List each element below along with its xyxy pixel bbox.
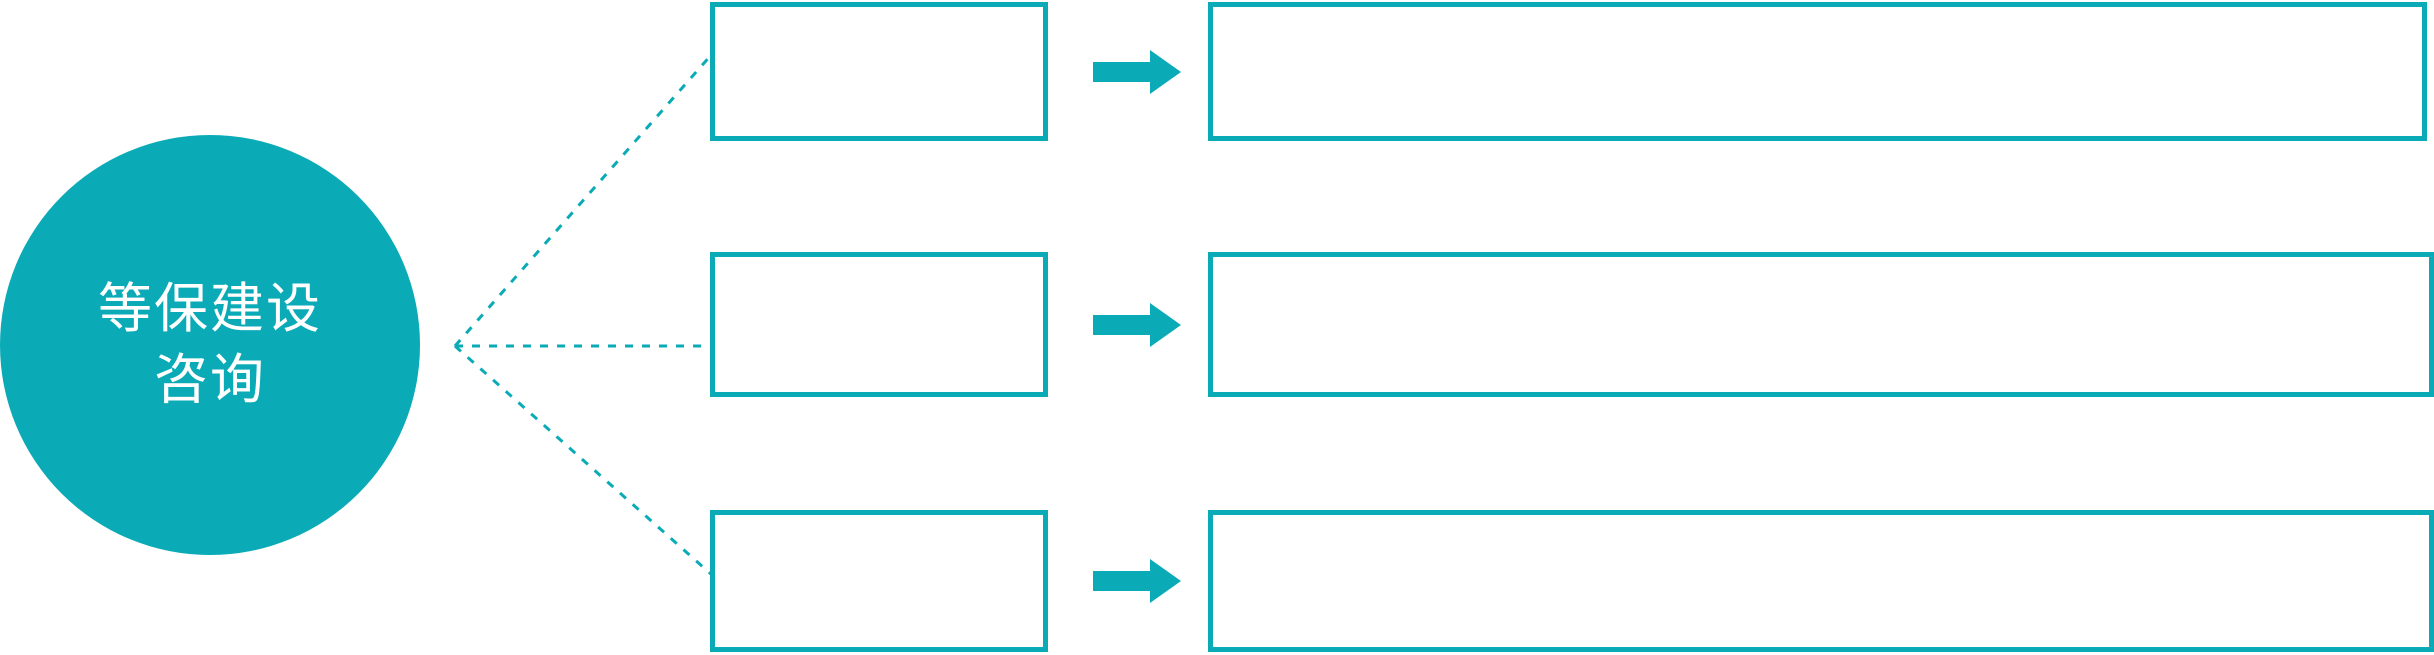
stage-box-2[interactable] xyxy=(710,252,1048,397)
detail-box-1[interactable] xyxy=(1208,2,2427,141)
right-arrow-icon xyxy=(1093,50,1181,94)
right-arrow-icon xyxy=(1093,303,1181,347)
connector-line-top xyxy=(453,53,714,347)
detail-box-3[interactable] xyxy=(1208,510,2434,652)
hub-label-line-2: 咨询 xyxy=(154,350,266,410)
detail-box-2[interactable] xyxy=(1208,252,2434,397)
right-arrow-icon xyxy=(1093,559,1181,603)
hub-circle[interactable]: 等保建设 咨询 xyxy=(0,135,420,555)
stage-box-1[interactable] xyxy=(710,2,1048,141)
hub-label-line-1: 等保建设 xyxy=(98,278,322,339)
connector-line-bottom xyxy=(454,344,713,577)
stage-box-3[interactable] xyxy=(710,510,1048,652)
